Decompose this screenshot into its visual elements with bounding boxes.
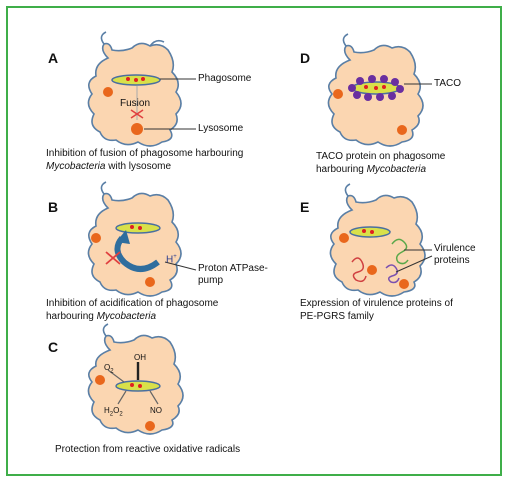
panel-e-virulence-line1: Virulence: [434, 243, 476, 254]
panel-c-label: C: [48, 339, 59, 355]
panel-d-taco-proteins: [348, 75, 404, 101]
panel-e-virulence-protein-green: [391, 238, 409, 265]
panel-c-caption: Protection from reactive oxidative radic…: [55, 444, 241, 455]
panel-c-h2o2-h: H: [104, 406, 110, 415]
panel-e-virulence-protein-purple: [385, 264, 400, 284]
panel-e-label: E: [300, 199, 310, 215]
panel-d-macrophage: [327, 44, 424, 147]
panel-c-oh: OH: [134, 353, 146, 362]
panel-a-lysosome: [131, 123, 143, 135]
panel-b-proton-line1: Proton ATPase-: [198, 263, 268, 274]
panel-a-label: A: [48, 50, 59, 66]
panel-b-caption: Inhibition of acidification of phagosome…: [46, 297, 218, 323]
panel-e-virulence-label: Virulence proteins: [434, 243, 476, 267]
panel-c-o2: O2: [104, 362, 114, 378]
panel-a-lysosome-label: Lysosome: [198, 123, 244, 134]
panel-c-o2-sub: 2: [110, 368, 114, 375]
panel-e-virulence-line2: proteins: [434, 255, 470, 266]
panel-a-phagosome-label: Phagosome: [198, 73, 252, 84]
panel-e-macrophage: [329, 194, 426, 297]
panel-b-macrophage: [87, 192, 182, 297]
panel-a-caption-rest: with lysosome: [105, 161, 172, 172]
panel-b-proton-line2: pump: [198, 275, 224, 286]
panel-a-fusion-label: Fusion: [120, 98, 151, 109]
panel-c-h2o2-sub2: 2: [119, 411, 123, 418]
panel-c-h2o2: H2O2: [104, 405, 123, 421]
panel-b-label: B: [48, 199, 59, 215]
panel-d-label: D: [300, 50, 311, 66]
panel-c-o2-text: O: [104, 363, 111, 372]
panel-c-no: NO: [150, 406, 162, 415]
panel-b-hplus-text: H: [166, 254, 174, 266]
panel-d-caption: TACO protein on phagosome harbouring Myc…: [316, 150, 445, 176]
panel-b-hplus: H+: [166, 251, 177, 266]
panel-b-proton-label: Proton ATPase- pump: [198, 263, 268, 287]
panel-b-caption-italic: Mycobacteria: [96, 311, 157, 322]
panel-d-caption-line1: TACO protein on phagosome: [316, 151, 446, 162]
panel-e-caption-line1: Expression of virulence proteins of: [300, 298, 453, 309]
panel-e-caption-line2: PE-PGRS family: [300, 311, 374, 322]
panel-a-caption-italic: Mycobacteria: [46, 161, 106, 172]
panel-d-caption-italic: Mycobacteria: [366, 164, 427, 175]
panel-b-caption-line1: Inhibition of acidification of phagosome: [46, 298, 219, 309]
panel-b-hplus-sup: +: [173, 254, 177, 260]
panel-d-caption-prefix: harbouring: [316, 164, 367, 175]
panel-e-virulence-protein-red: [351, 257, 367, 283]
panel-b-proton-arrow: [114, 236, 160, 272]
panel-c-h2o2-o: O: [113, 406, 120, 415]
panel-a-caption-line1: Inhibition of fusion of phagosome harbou…: [46, 148, 244, 159]
panel-b-caption-prefix: harbouring: [46, 311, 97, 322]
panel-e-caption: Expression of virulence proteins of PE-P…: [300, 297, 453, 323]
panel-a-caption: Inhibition of fusion of phagosome harbou…: [46, 147, 243, 173]
panel-c-h2o2-sub1: 2: [109, 411, 114, 418]
panel-d-taco-label: TACO: [434, 78, 462, 89]
panel-a-macrophage: [87, 42, 182, 147]
